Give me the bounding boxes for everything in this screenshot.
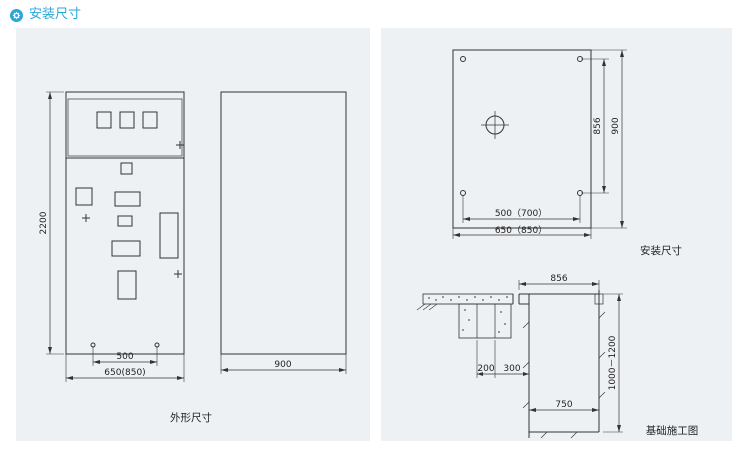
foundation-depth-label: 1000－1200 bbox=[608, 335, 618, 390]
outer-width-dim-label: 650(850) bbox=[104, 368, 145, 378]
inner-width-dim-label: 500 bbox=[116, 352, 133, 362]
gear-icon bbox=[10, 8, 23, 22]
foundation-caption: 基础施工图 bbox=[646, 424, 699, 437]
outer-width-dim-label: 650（850） bbox=[495, 225, 547, 236]
width-200-label: 200 bbox=[477, 364, 494, 374]
outer-height-dim-label: 900 bbox=[611, 117, 621, 134]
installation-drawing: 856 900 500（700） 650（850） 安装尺寸 856 1000－… bbox=[416, 49, 699, 439]
outline-dimensions-panel: 2200 500 650(850) 900 外形尺寸 bbox=[16, 28, 370, 441]
installation-caption: 安装尺寸 bbox=[640, 244, 682, 257]
foundation-bottom-width-label: 750 bbox=[555, 400, 572, 410]
side-width-dim-label: 900 bbox=[274, 360, 291, 370]
installation-plan bbox=[452, 49, 592, 229]
inner-width-dim-label: 500（700） bbox=[495, 208, 547, 219]
cabinet-side bbox=[220, 91, 347, 355]
cabinet-front bbox=[65, 91, 185, 355]
section-header: 安装尺寸 bbox=[10, 6, 81, 24]
outline-drawing: 2200 500 650(850) 900 外形尺寸 bbox=[39, 91, 347, 424]
inner-height-dim-label: 856 bbox=[593, 117, 603, 134]
foundation-top-width-label: 856 bbox=[550, 274, 567, 284]
width-300-label: 300 bbox=[503, 364, 520, 374]
outline-caption: 外形尺寸 bbox=[170, 411, 212, 424]
foundation-slab bbox=[422, 293, 514, 305]
height-dim-label: 2200 bbox=[39, 211, 49, 234]
section-title: 安装尺寸 bbox=[29, 7, 82, 22]
installation-panel: 856 900 500（700） 650（850） 安装尺寸 856 1000－… bbox=[381, 28, 732, 441]
